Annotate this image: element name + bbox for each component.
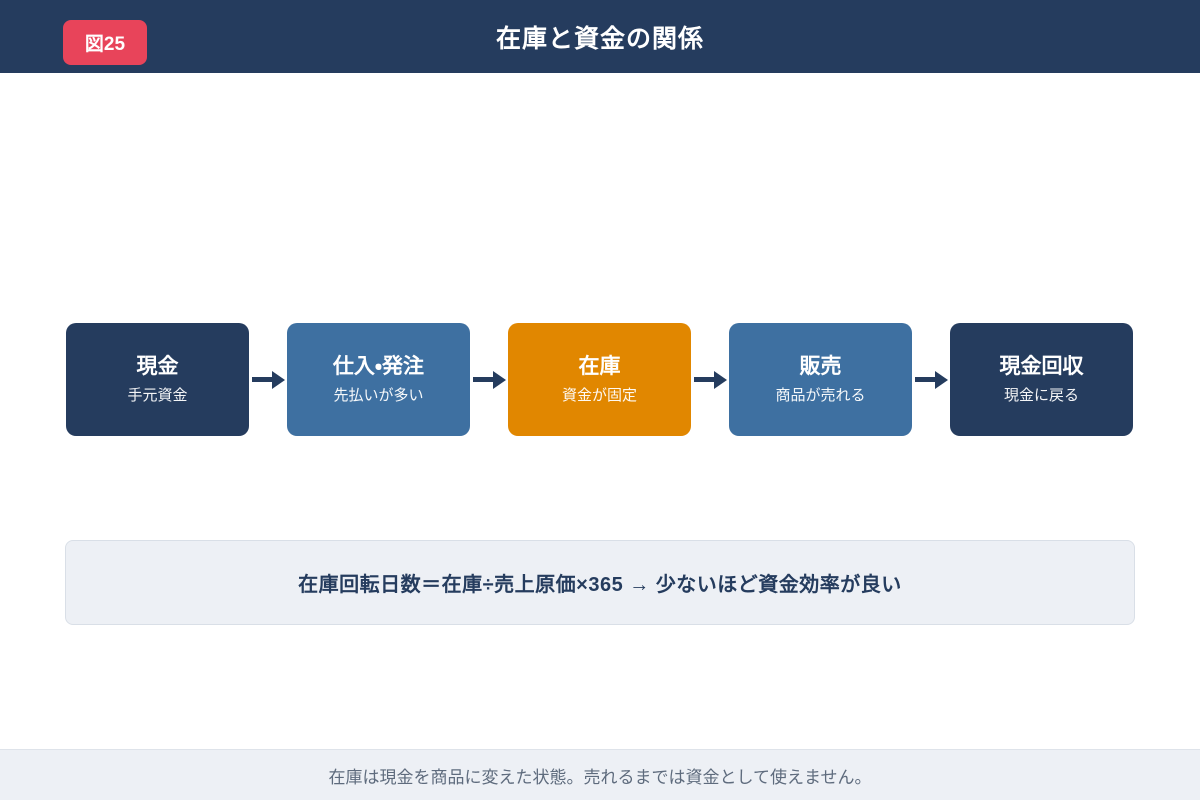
step-subtitle: 資金が固定 (561, 387, 637, 405)
arrow-right-icon (912, 323, 950, 436)
step-subtitle: 先払いが多い (333, 387, 424, 405)
page-title: 在庫と資金の関係 (495, 24, 704, 53)
step-title: 在庫 (578, 354, 621, 378)
flow-step-sales: 販売 商品が売れる (729, 323, 912, 436)
step-title: 現金 (136, 354, 179, 378)
flow-diagram: 現金 手元資金 仕入・発注 先払いが多い 在庫 資金が固定 販売 商品が売れる (66, 323, 1133, 436)
formula-text: 在庫回転日数＝在庫÷売上原価×365 → 少ないほど資金効率が良い (298, 574, 902, 596)
arrow-line (472, 377, 493, 382)
arrow-head (934, 370, 948, 389)
arrow-line (251, 377, 272, 382)
arrow-head (713, 370, 727, 389)
step-subtitle: 手元資金 (127, 387, 188, 405)
arrow-right-icon (691, 323, 729, 436)
arrow-right-icon (470, 323, 508, 436)
footer-note: 在庫は現金を商品に変えた状態。売れるまでは資金として使えません。 (0, 749, 1200, 800)
footer-text: 在庫は現金を商品に変えた状態。売れるまでは資金として使えません。 (328, 767, 872, 787)
arrow-head (271, 370, 285, 389)
step-title: 現金回収 (999, 354, 1084, 378)
flow-step-inventory: 在庫 資金が固定 (508, 323, 691, 436)
step-subtitle: 商品が売れる (775, 387, 866, 405)
flow-step-purchase: 仕入・発注 先払いが多い (287, 323, 470, 436)
step-title: 仕入・発注 (332, 354, 425, 378)
arrow-line (693, 377, 714, 382)
arrow-right-icon (249, 323, 287, 436)
figure-number-badge: 図25 (63, 20, 147, 65)
flow-step-cash: 現金 手元資金 (66, 323, 249, 436)
header-bar: 図25 在庫と資金の関係 (0, 0, 1200, 73)
formula-panel: 在庫回転日数＝在庫÷売上原価×365 → 少ないほど資金効率が良い (65, 540, 1135, 625)
arrow-head (492, 370, 506, 389)
step-subtitle: 現金に戻る (1003, 387, 1079, 405)
step-title: 販売 (799, 354, 842, 378)
flow-step-cash-recovery: 現金回収 現金に戻る (950, 323, 1133, 436)
arrow-line (914, 377, 935, 382)
